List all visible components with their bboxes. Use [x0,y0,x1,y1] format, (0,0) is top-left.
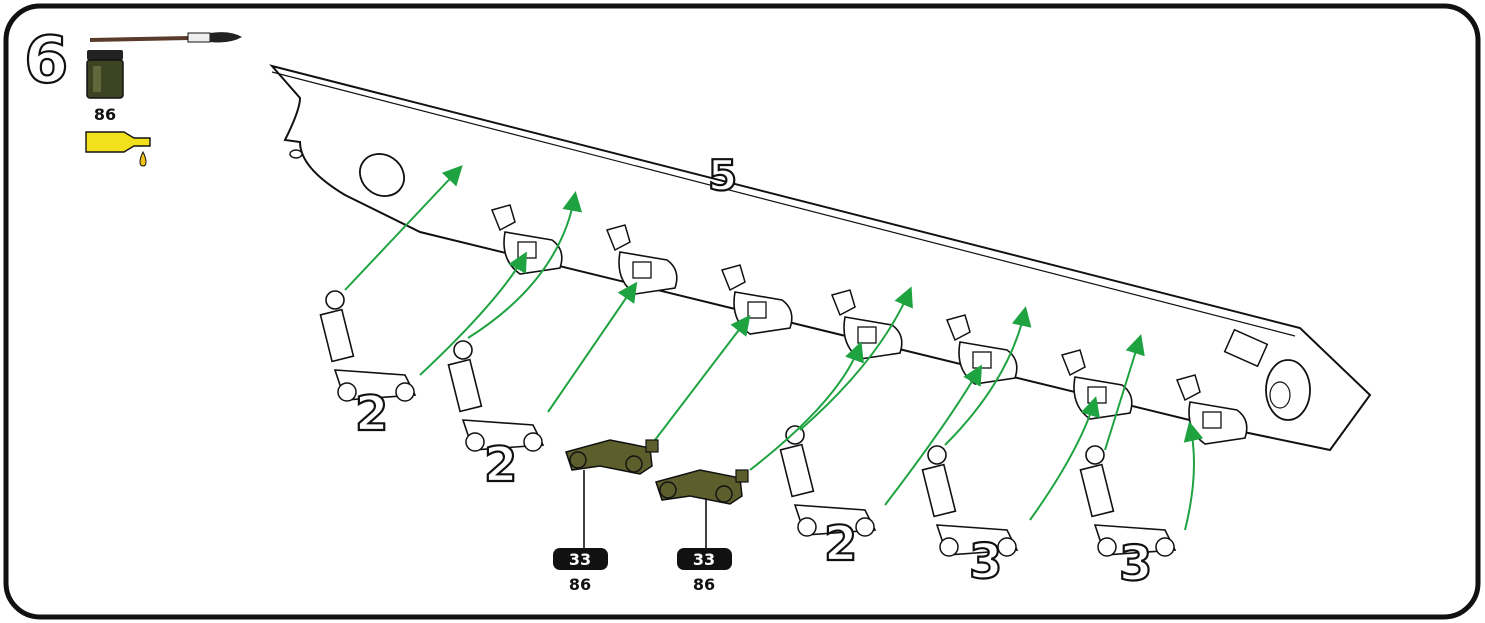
suspension-unit [921,445,1019,557]
step-number-text: 6 [24,24,69,98]
paint-jar-icon [86,50,124,99]
suspension-unit [319,290,417,402]
quantity-label: 3 [1119,536,1152,592]
part-number: 33 [693,550,715,569]
arm-part [565,439,659,548]
assembly-arrow [467,191,583,339]
part-number: 33 [569,550,591,569]
quantity-label: 2 [484,437,517,493]
glue-tube-icon [85,131,151,167]
mount-bracket [1175,374,1248,445]
quantity-label: 2 [355,386,388,442]
assembly-arrow [654,314,751,441]
step-number: 6 [23,23,70,99]
assembly-arrow [749,341,864,471]
suspension-unit [779,425,877,537]
assembly-arrow [419,251,527,376]
suspension-assemblies [319,290,1177,557]
assembly-arrow [344,165,463,291]
paintbrush-icon [90,32,242,43]
assembly-arrow [547,281,638,413]
suspension-unit [447,340,545,452]
hull-part-number: 5 [708,151,737,200]
assembly-arrow [1029,396,1100,521]
suspension-unit [1079,445,1177,557]
paint-code-label: 86 [94,105,116,124]
assembly-arrow [1104,334,1145,451]
part-number-tag: 33 86 [553,548,608,594]
quantity-label: 2 [824,516,857,572]
quantity-label: 3 [969,534,1002,590]
part-number-tag: 33 86 [677,548,732,594]
assembly-arrows [344,165,1204,531]
assembly-arrow [944,306,1032,446]
assembly-arrow [884,364,982,506]
part-paint-code: 86 [569,575,591,594]
assembly-arrow [1183,421,1204,531]
arm-part [655,469,749,548]
part-paint-code: 86 [693,575,715,594]
assembly-arrow [799,286,913,431]
